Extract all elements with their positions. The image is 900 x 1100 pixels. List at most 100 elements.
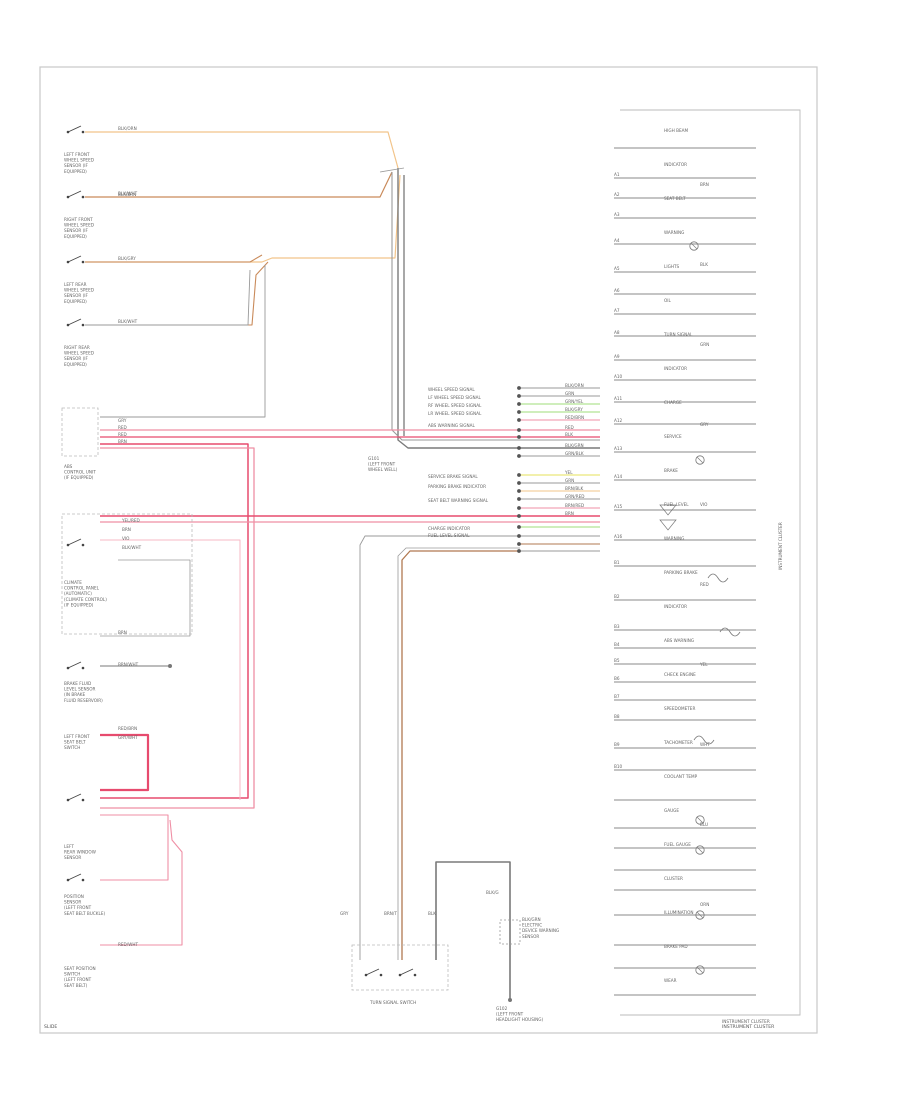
cluster-item-label: INDICATOR	[664, 366, 687, 371]
cluster-item-label: SERVICE	[664, 434, 682, 439]
bottom-wire-label: GRY	[340, 911, 349, 916]
indicator-lamp-cross-4	[696, 911, 704, 919]
sensor-switch-1-blade	[67, 190, 82, 198]
cluster-wire-label: BRN	[565, 511, 574, 516]
wire-turn-signal-brown	[401, 550, 520, 960]
cluster-connector-dot	[517, 489, 521, 493]
climate-panel-wire-label: YEL/RED	[121, 518, 140, 523]
wire-climate-gray	[100, 559, 191, 637]
abs-unit-label: (IF EQUIPPED)	[64, 475, 94, 480]
sensor-1-label: SENSOR (IF	[64, 228, 88, 233]
seatbelt-switch-wire-label: RED/BRN	[118, 726, 137, 731]
cluster-wire-color-label: GRN	[700, 342, 709, 347]
ground-note-label: WHEEL WELL)	[368, 467, 398, 472]
cluster-pin-id: A9	[614, 354, 620, 359]
wire-rr-sensor-tan	[85, 261, 269, 326]
cluster-item-label: FUEL GAUGE	[664, 842, 691, 847]
climate-panel-label: (AUTOMATIC)	[64, 591, 92, 596]
bottom-wire-label: BLK	[428, 911, 436, 916]
cluster-pin-label: CHARGE INDICATOR	[428, 526, 470, 531]
cluster-connector-dot	[517, 534, 521, 538]
cluster-wire-color-label: GRY	[700, 422, 709, 427]
bottom-ground-label: (LEFT FRONT	[496, 1012, 524, 1017]
cluster-item-label: TACHOMETER	[663, 740, 693, 745]
cluster-wire-color-label: VIO	[700, 502, 708, 507]
device-sensor-label: ELECTRIC	[522, 923, 542, 928]
turn-signal-switch-a-blade	[365, 968, 380, 976]
wire-climate-pink	[100, 539, 241, 800]
climate-panel-wire-label: BLK/WHT	[122, 545, 142, 550]
device-sensor-box	[499, 919, 521, 945]
cluster-wire-color-label: BRN	[700, 182, 709, 187]
cluster-connector-dot	[517, 446, 521, 450]
seatbelt-switch-wire-label: GRY/WHT	[118, 735, 138, 740]
cluster-pin-label: WHEEL SPEED SIGNAL	[428, 387, 475, 392]
seat-position-label: SEAT BELT)	[64, 983, 88, 988]
cluster-wire-label: BRN/BLK	[565, 486, 584, 491]
wire-turn-signal-gray-2	[397, 547, 520, 960]
cluster-wire-label: BRN/RED	[565, 503, 584, 508]
turn-signal-switch-b-contact-b	[413, 973, 417, 977]
cluster-pin-id: B3	[614, 624, 620, 629]
sensor-1-label: WHEEL SPEED	[64, 223, 94, 228]
cluster-pin-id: B1	[614, 560, 620, 565]
cluster-item-label: WARNING	[664, 536, 684, 541]
turn-signal-label: TURN SIGNAL SWITCH	[369, 1000, 416, 1005]
climate-panel-wire-label: BRN	[122, 527, 131, 532]
cluster-wire-label: BLK/ORN	[565, 383, 584, 388]
sensor-2-label: EQUIPPED)	[64, 299, 87, 304]
sensor-switch-0-blade	[67, 125, 82, 133]
cluster-item-label: ABS WARNING	[664, 638, 694, 643]
ground-symbol	[168, 664, 172, 668]
seatbelt-switch-label: SEAT BELT	[64, 740, 86, 745]
cluster-wire-color-label: BLK	[700, 262, 708, 267]
device-sensor-wire-label: BLK/G	[486, 890, 499, 895]
seatbelt-switch-blade	[67, 793, 82, 801]
cluster-wire-color-label: WHT	[700, 742, 710, 747]
cluster-pin-id: B7	[614, 694, 620, 699]
cluster-item-label: TURN SIGNAL	[663, 332, 693, 337]
cluster-item-label: BRAKE PAD	[664, 944, 688, 949]
climate-panel-box	[61, 513, 193, 635]
cluster-connector-dot	[517, 454, 521, 458]
position-sensor-wire-label: RED/WHT	[118, 942, 138, 947]
bottom-wire-label: BRN/T	[384, 911, 397, 916]
bottom-ground-label: G102	[496, 1006, 508, 1011]
cluster-pin-id: A6	[614, 288, 620, 293]
wire-rear-window-pink	[100, 814, 169, 881]
cluster-pin-id: A1	[614, 172, 620, 177]
wire-device-sensor	[435, 861, 511, 1000]
sensor-3-wire-label: BLK/WHT	[118, 319, 138, 324]
cluster-connector-dot	[517, 428, 521, 432]
sensor-3-label: EQUIPPED)	[64, 362, 87, 367]
seat-position-label: SWITCH	[64, 972, 80, 977]
device-sensor-label: BLK/GRN	[522, 917, 541, 922]
sensor-switch-0-contact-b	[81, 130, 85, 134]
cluster-item-label: CHARGE	[664, 400, 682, 405]
cluster-pin-id: A2	[614, 192, 620, 197]
wire-seatbelt-loop	[100, 733, 150, 792]
sensor-switch-2-contact-b	[81, 260, 85, 264]
cluster-pin-id: B2	[614, 594, 620, 599]
wire-rr-sensor-gray	[85, 269, 251, 326]
wire-abs-seatbelt-pink	[100, 447, 255, 809]
cluster-wire-label: GRN/YEL	[565, 399, 584, 404]
position-sensor-label: POSITION	[64, 894, 84, 899]
abs-unit-wire-label: GRY	[118, 418, 127, 423]
device-sensor-label: DEVICE WARNING	[522, 928, 559, 933]
sensor-switch-3-blade	[67, 318, 82, 326]
cluster-pin-id: B8	[614, 714, 620, 719]
rear-window-switch-contact-b	[81, 878, 85, 882]
turn-signal-switch-a-contact-b	[379, 973, 383, 977]
ground-note-label: G101	[368, 456, 380, 461]
wire-harness-trunk	[397, 168, 600, 449]
cluster-item-label: ILLUMINATION	[664, 910, 694, 915]
abs-unit-label: ABS	[64, 464, 73, 469]
cluster-pin-id: B4	[614, 642, 620, 647]
seat-position-label: SEAT POSITION	[64, 966, 96, 971]
wire-abs-gray	[100, 265, 266, 418]
cluster-pin-id: B5	[614, 658, 620, 663]
bottom-ground-symbol	[508, 998, 512, 1002]
cluster-connector-dot	[517, 514, 521, 518]
position-sensor-label: SEAT BELT BUCKLE)	[64, 911, 105, 916]
